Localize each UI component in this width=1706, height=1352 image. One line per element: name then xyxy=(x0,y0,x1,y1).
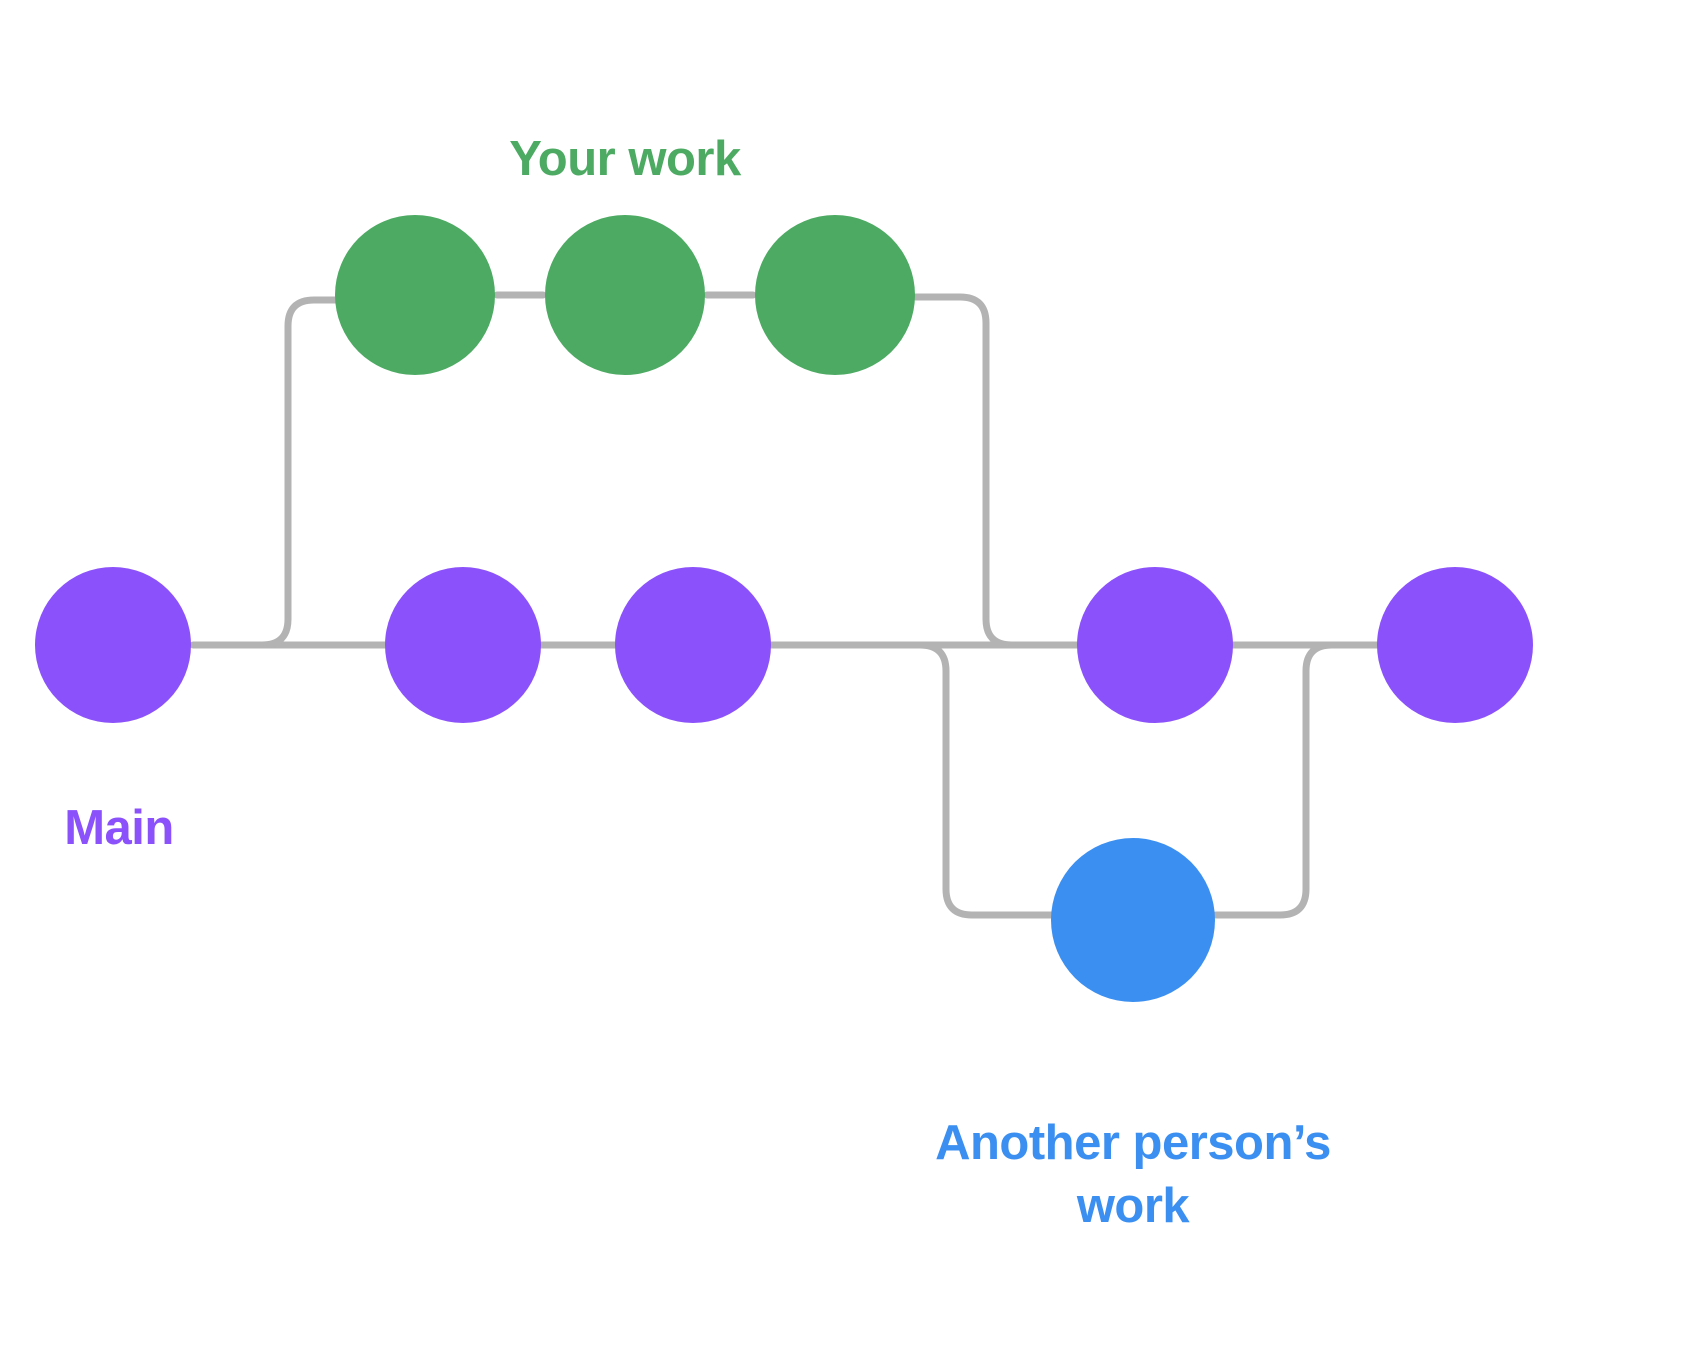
connector-branch-out-your-work xyxy=(258,296,341,649)
branch-label-your-work: Your work xyxy=(509,132,741,186)
branch-label-another-persons-work: Another person’s work xyxy=(935,1116,1331,1233)
commit-node-other-c1[interactable] xyxy=(1051,838,1215,1002)
commit-node-main-c1[interactable] xyxy=(35,567,191,723)
branch-label-main: Main xyxy=(64,801,174,855)
commit-node-main-c5[interactable] xyxy=(1377,567,1533,723)
commit-node-yours-c1[interactable] xyxy=(335,215,495,375)
connector-merge-in-your-work xyxy=(911,293,1094,649)
commit-node-main-c4[interactable] xyxy=(1077,567,1233,723)
connector-merge-in-other-work xyxy=(1212,641,1381,919)
commit-node-main-c3[interactable] xyxy=(615,567,771,723)
commit-node-main-c2[interactable] xyxy=(385,567,541,723)
commit-node-yours-c2[interactable] xyxy=(545,215,705,375)
connector-branch-out-other-work xyxy=(916,641,1056,919)
commit-node-yours-c3[interactable] xyxy=(755,215,915,375)
